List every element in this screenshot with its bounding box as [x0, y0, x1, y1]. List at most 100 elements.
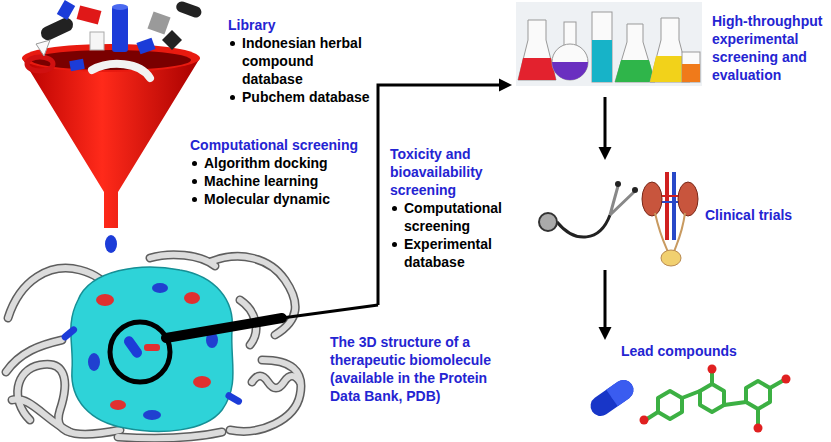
- protein-picture-part-part: [230, 360, 301, 431]
- molecule-atoms: [640, 365, 791, 433]
- stage-heading: Clinical trials: [705, 206, 823, 224]
- protein-picture-part-part: [252, 376, 300, 388]
- bullet-item: Machine learning: [190, 172, 368, 190]
- bullet-text: Molecular dynamic: [204, 191, 330, 207]
- kidneys-picture-part: [642, 182, 662, 216]
- funnel-picture-part: [175, 0, 203, 19]
- protein-surface-part: [71, 267, 233, 431]
- kidneys-picture-part: [672, 172, 676, 240]
- bullet-text: Computational screening: [404, 200, 502, 234]
- magnifier-part: [110, 322, 170, 382]
- stethoscope-picture: [539, 181, 638, 237]
- flasks-picture-part: [682, 64, 700, 82]
- molecule-picture-part: [682, 391, 700, 398]
- stage-text-group: Toxicity and bioavailability screeningCo…: [390, 145, 518, 273]
- label-area: The 3D structure of a therapeutic biomol…: [330, 305, 520, 405]
- arrow-head: [499, 79, 512, 92]
- bullet-text: Pubchem database: [242, 89, 370, 105]
- bullet-text: Experimental database: [404, 236, 492, 270]
- molecule-picture-part: [724, 402, 746, 405]
- flasks-picture-part: [518, 20, 556, 80]
- kidneys-picture-part: [661, 250, 681, 266]
- stage-picture-node: The 3D structure of a therapeutic biomol…: [322, 305, 547, 415]
- stage-picture-node: Clinical trials: [535, 160, 828, 270]
- bullet-dot: [392, 206, 397, 211]
- protein-surface-part: [96, 294, 114, 306]
- label-area: Lead compounds: [621, 340, 771, 360]
- arrow-head: [599, 147, 612, 160]
- bullet-item: Experimental database: [390, 235, 518, 271]
- bullet-dot: [392, 242, 397, 247]
- protein-surface-part: [110, 400, 126, 410]
- arrow-head: [599, 327, 612, 340]
- molecule-atoms-part: [754, 424, 763, 433]
- bullet-item: Pubchem database: [228, 88, 374, 106]
- funnel-picture-part: [90, 32, 104, 50]
- label-area: High-throughput experimental screening a…: [712, 2, 826, 84]
- bullet-dot: [192, 179, 197, 184]
- arrow-line: [604, 270, 607, 330]
- funnel-picture-part: [136, 38, 155, 55]
- molecule-atoms-part: [708, 365, 717, 374]
- bullet-text: Machine learning: [204, 173, 318, 189]
- funnel-picture-part: [22, 58, 200, 228]
- protein-surface-part: [193, 376, 211, 388]
- flasks-picture-part: [615, 24, 655, 82]
- molecule-picture-part: [710, 372, 714, 384]
- stage-heading: Toxicity and bioavailability screening: [390, 145, 518, 199]
- magnifier-part: [122, 334, 144, 359]
- funnel-picture-part: [27, 57, 53, 71]
- stage-heading: Library: [228, 16, 374, 34]
- pill-picture: [587, 376, 638, 420]
- protein-picture-part-part: [252, 376, 300, 388]
- molecule-picture-part: [647, 412, 658, 419]
- protein-surface-part: [224, 391, 243, 406]
- bullet-item: Algorithm docking: [190, 154, 368, 172]
- flow-arrow: [599, 270, 612, 340]
- kidneys-picture-part: [655, 213, 685, 252]
- funnel-picture-part: [39, 15, 76, 42]
- stethoscope-picture-part: [615, 181, 621, 187]
- flasks-picture-part: [518, 58, 556, 80]
- molecule-atoms-part: [782, 375, 791, 384]
- protein-surface-part: [184, 292, 200, 304]
- stage-heading: High-throughput experimental screening a…: [712, 12, 826, 84]
- molecule-picture: [647, 372, 784, 424]
- funnel-picture-part: [57, 0, 75, 20]
- protein-picture-part-part: [230, 360, 301, 431]
- kidneys-picture-part: [660, 195, 678, 197]
- stage-picture-node: High-throughput experimental screening a…: [512, 2, 828, 97]
- stage-heading: Computational screening: [190, 136, 368, 154]
- stage-text-group: Computational screeningAlgorithm docking…: [190, 136, 368, 210]
- stage-heading: The 3D structure of a therapeutic biomol…: [330, 333, 520, 405]
- flow-arrow: [599, 97, 612, 160]
- stage-heading: Lead compounds: [621, 342, 771, 360]
- label-area: Clinical trials: [705, 160, 823, 224]
- pill-picture-part: [606, 384, 626, 406]
- protein-picture-part-part: [150, 255, 215, 266]
- arrow-line: [604, 97, 607, 150]
- molecule-picture-part: [756, 409, 760, 424]
- protein-picture-part-part: [118, 432, 222, 438]
- flasks-picture-part: [516, 2, 702, 86]
- funnel-picture-part: [36, 40, 50, 56]
- funnel-picture-part: [162, 30, 182, 50]
- protein-surface-part: [152, 283, 168, 293]
- bullet-dot: [230, 95, 235, 100]
- flasks-picture: [516, 2, 702, 86]
- flasks-picture-part: [564, 22, 576, 46]
- funnel-picture: [22, 0, 203, 253]
- bullet-dot: [192, 197, 197, 202]
- protein-picture-part-part: [6, 340, 62, 372]
- bullet-item: Indonesian herbal compound database: [228, 34, 374, 88]
- funnel-picture-part: [69, 59, 85, 71]
- protein-picture-part-part: [12, 399, 70, 432]
- funnel-picture-part: [112, 6, 128, 52]
- flasks-picture-part: [615, 60, 655, 82]
- flasks-picture-part: [592, 40, 612, 82]
- funnel-picture-part: [112, 4, 128, 10]
- bullet-text: Algorithm docking: [204, 155, 328, 171]
- funnel-picture-part: [92, 64, 150, 78]
- protein-surface-part: [88, 353, 100, 371]
